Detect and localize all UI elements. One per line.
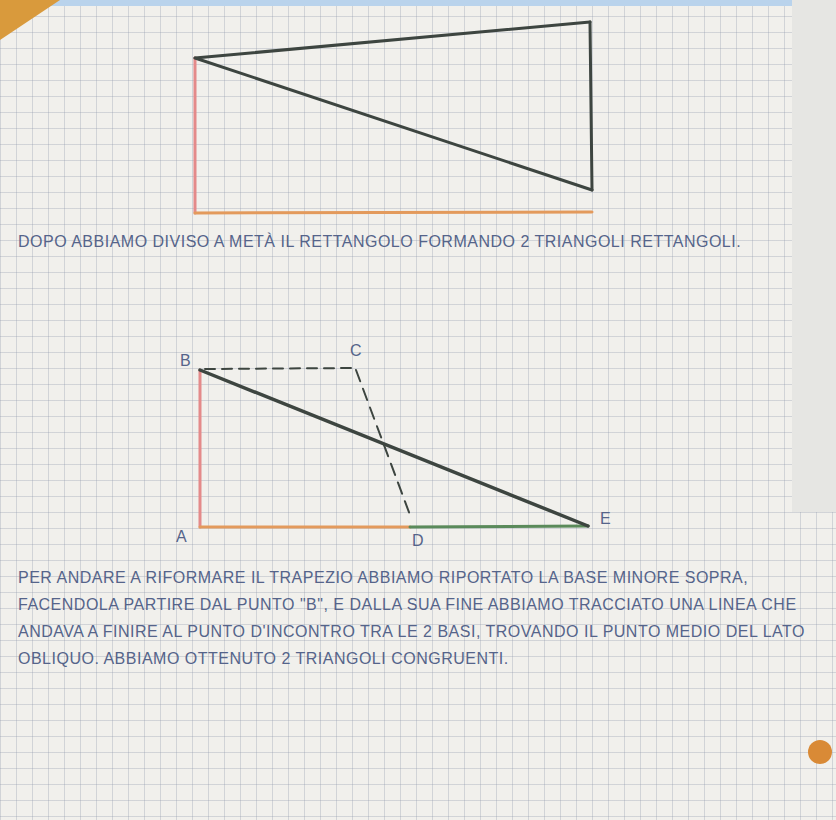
point-label: D (412, 532, 424, 550)
point-label: A (176, 528, 187, 546)
point-label: B (180, 352, 191, 370)
point-label: E (600, 510, 611, 528)
note-text: PER ANDARE A RIFORMARE IL TRAPEZIO ABBIA… (18, 564, 818, 672)
orange-dot (808, 740, 832, 764)
note-text: DOPO ABBIAMO DIVISO A METÀ IL RETTANGOLO… (18, 228, 788, 255)
rectangle-figure (195, 22, 592, 213)
top-strip (0, 0, 836, 6)
orange-corner (0, 0, 60, 40)
point-label: C (350, 342, 362, 360)
triangle-figure (200, 368, 588, 527)
adjacent-page (792, 0, 836, 512)
